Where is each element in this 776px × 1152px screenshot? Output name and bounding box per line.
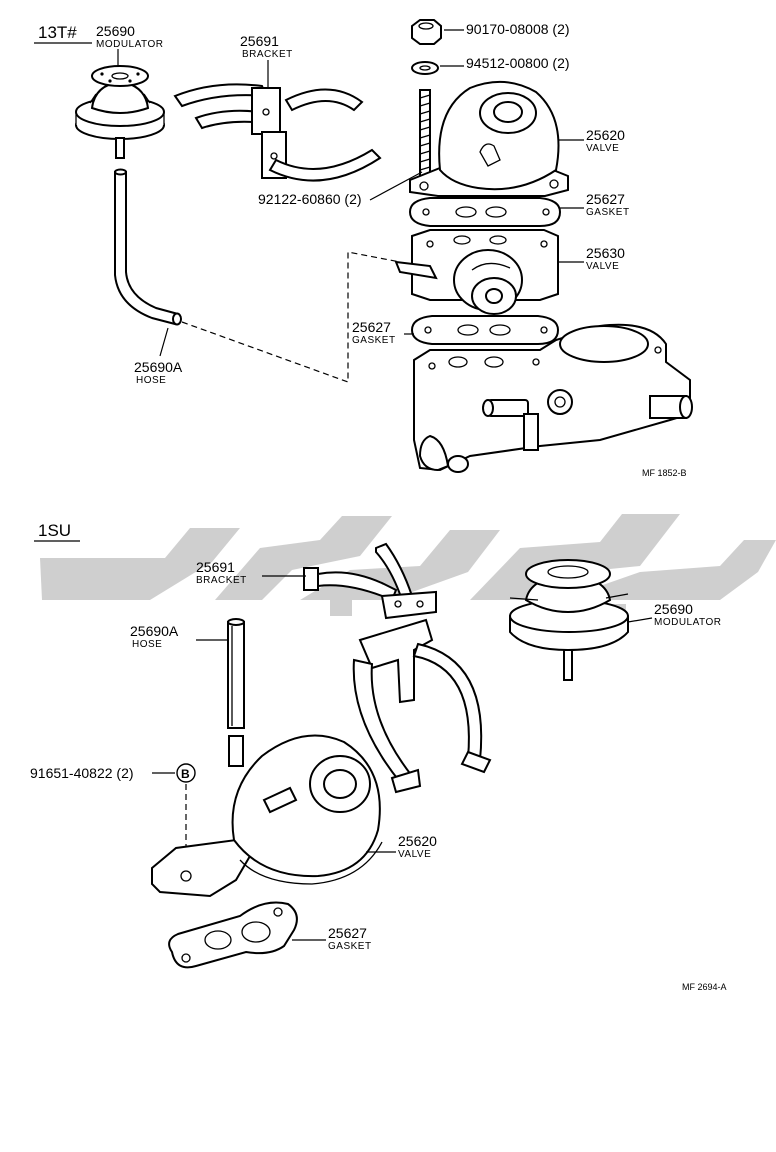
hose-routing-dash: [181, 251, 401, 383]
valve-bottom-name: VALVE: [398, 849, 431, 860]
modulator-bottom-leader: [627, 617, 653, 623]
section-1su: 1SU 25691 BRACKET 25: [30, 521, 727, 992]
valve-top-drawing[interactable]: [409, 80, 569, 197]
bracket-bottom-number: 25691: [196, 559, 235, 575]
valve-top-name: VALVE: [586, 143, 619, 154]
bolt-marker[interactable]: B: [176, 763, 196, 783]
bracket-name: BRACKET: [242, 49, 293, 60]
valve-bottom-number: 25620: [398, 833, 437, 849]
section-13t: 13T# 25690 MODULATOR 25690A: [34, 19, 693, 478]
modulator-bottom-number: 25690: [654, 601, 693, 617]
section-label-13t: 13T#: [38, 23, 77, 42]
gasket-lower-name: GASKET: [352, 335, 396, 346]
modulator-bottom-drawing[interactable]: [509, 559, 629, 681]
bolt-marker-letter: B: [181, 767, 190, 781]
stud-leader: [369, 171, 423, 201]
bolt-number: 91651-40822 (2): [30, 765, 134, 781]
hose-name: HOSE: [136, 375, 166, 386]
gasket-upper-drawing[interactable]: [408, 197, 562, 227]
gasket-upper-name: GASKET: [586, 207, 630, 218]
nut-number: 90170-08008 (2): [466, 21, 570, 37]
valve-top-number: 25620: [586, 127, 625, 143]
figure-ref-bottom: MF 2694-A: [682, 982, 727, 992]
gasket-bottom-number: 25627: [328, 925, 367, 941]
bracket-bottom-name: BRACKET: [196, 575, 247, 586]
stud-number: 92122-60860 (2): [258, 191, 362, 207]
valve-mid-drawing[interactable]: [394, 229, 559, 315]
valve-mid-number: 25630: [586, 245, 625, 261]
hose-bottom-number: 25690A: [130, 623, 179, 639]
nut-drawing[interactable]: [411, 19, 442, 45]
bracket-number: 25691: [240, 33, 279, 49]
section-label-1su: 1SU: [38, 521, 71, 540]
gasket-lower-drawing[interactable]: [410, 315, 560, 345]
hose-bottom-drawing[interactable]: [227, 618, 245, 729]
hose-drawing[interactable]: [114, 168, 182, 326]
modulator-bottom-name: MODULATOR: [654, 617, 721, 628]
stud-drawing[interactable]: [419, 89, 431, 183]
bracket-bottom-drawing[interactable]: [303, 542, 492, 794]
gasket-upper-number: 25627: [586, 191, 625, 207]
valve-mid-name: VALVE: [586, 261, 619, 272]
hose-bottom-name: HOSE: [132, 639, 162, 650]
hose-leader: [159, 327, 169, 357]
figure-ref-top: MF 1852-B: [642, 468, 687, 478]
washer-number: 94512-00800 (2): [466, 55, 570, 71]
gasket-bottom-drawing[interactable]: [168, 901, 298, 969]
gasket-bottom-name: GASKET: [328, 941, 372, 952]
bracket-drawing[interactable]: [173, 83, 382, 182]
manifold-drawing[interactable]: [413, 323, 693, 473]
modulator-name: MODULATOR: [96, 39, 163, 50]
valve-bottom-drawing[interactable]: [151, 734, 383, 898]
hose-number: 25690A: [134, 359, 183, 375]
washer-drawing[interactable]: [411, 61, 439, 75]
modulator-drawing[interactable]: [75, 65, 165, 159]
gasket-lower-number: 25627: [352, 319, 391, 335]
modulator-number: 25690: [96, 23, 135, 39]
